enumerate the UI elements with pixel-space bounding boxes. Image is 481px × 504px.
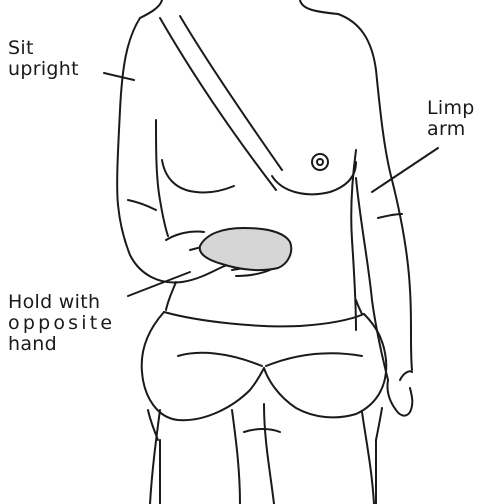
left-arm-inner: [156, 120, 168, 236]
label-sit-upright-line2: upright: [8, 59, 79, 80]
stool-seat-right: [376, 408, 382, 440]
neck-line-left: [140, 0, 162, 18]
label-sit-upright: Sit upright: [8, 38, 79, 80]
inner-thigh-right: [266, 353, 362, 366]
leader-hold: [128, 272, 190, 296]
leader-sit-upright: [104, 73, 134, 80]
strap-line-outer: [160, 18, 276, 190]
inner-thigh-left: [178, 353, 262, 366]
right-lower-leg-inner: [264, 404, 274, 504]
stool-seat-left: [148, 410, 158, 440]
right-thigh: [264, 314, 386, 417]
left-elbow-crease: [128, 200, 156, 210]
label-limp-arm: Limp arm: [427, 98, 475, 140]
label-hold-with-opposite-hand: Hold with opposite hand: [8, 292, 115, 355]
label-hold-line1: Hold with: [8, 292, 115, 313]
label-sit-upright-line1: Sit: [8, 38, 79, 59]
strap-line-inner: [180, 16, 282, 170]
leader-limp-arm: [372, 148, 438, 192]
right-elbow-crease: [378, 214, 402, 218]
right-lower-leg: [362, 412, 374, 504]
neck-line-right: [300, 0, 338, 14]
right-hand: [387, 371, 412, 415]
breast-prosthesis: [200, 228, 292, 270]
nipple-inner: [317, 159, 323, 165]
left-arm-outer: [117, 18, 182, 283]
nipple-outer: [312, 154, 328, 170]
torso-left: [162, 160, 234, 193]
left-thigh: [142, 312, 264, 420]
label-limp-arm-line2: arm: [427, 119, 475, 140]
label-limp-arm-line1: Limp: [427, 98, 475, 119]
left-lower-leg-inner: [232, 410, 240, 504]
stool-rail: [244, 429, 280, 432]
waist-right: [356, 300, 362, 314]
waist-left: [166, 282, 176, 310]
label-hold-line3: hand: [8, 334, 115, 355]
pelvis-line: [164, 312, 364, 326]
right-arm-inner: [356, 178, 388, 380]
label-hold-line2: opposite: [8, 313, 115, 334]
